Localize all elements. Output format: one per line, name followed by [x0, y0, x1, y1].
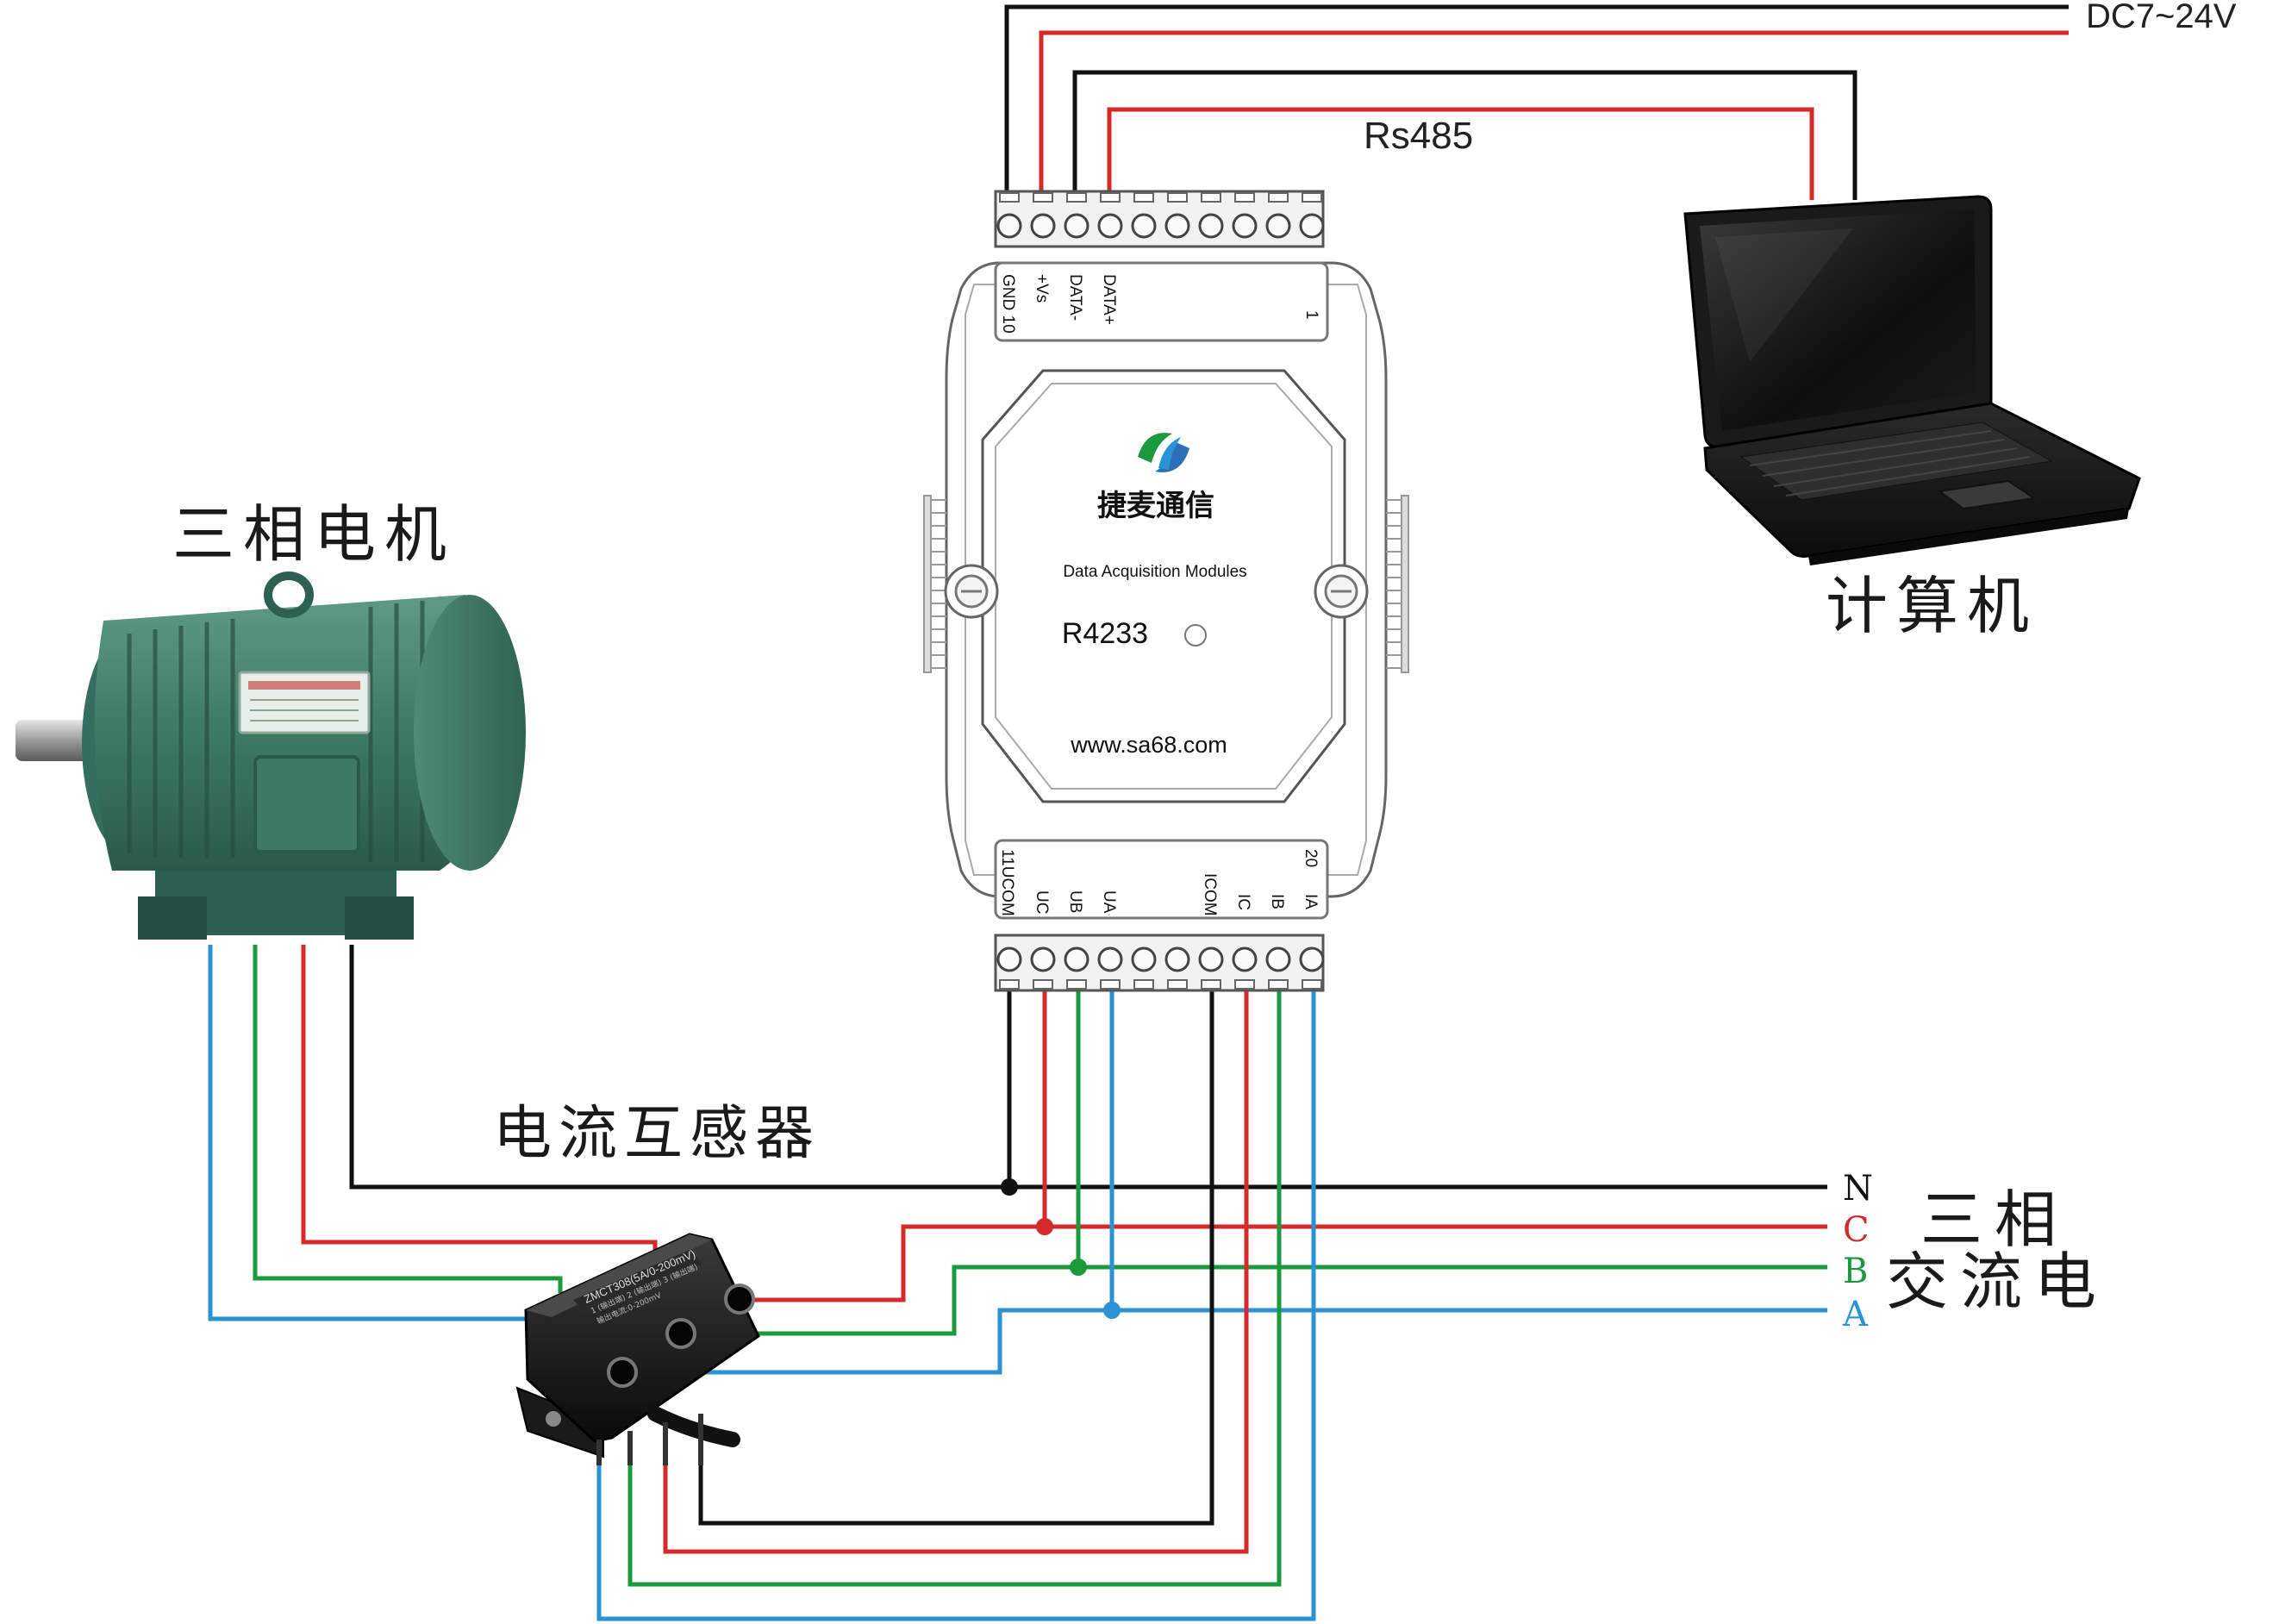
- ct-a-out: [625, 1308, 1827, 1375]
- motor-label: 三相电机: [172, 498, 455, 571]
- ct-b-out: [690, 1265, 1827, 1336]
- rs485-data-plus-wire: [1107, 107, 1814, 200]
- phase-a-label: A: [1842, 1295, 1869, 1334]
- phase-c-label: C: [1843, 1210, 1870, 1250]
- pin-ia: IA: [1302, 894, 1320, 909]
- motor-n-wire: [349, 945, 1827, 1190]
- pin-ucom: 11UCOM: [998, 849, 1016, 916]
- pin-ub: UB: [1066, 890, 1084, 913]
- ct-label: 电流互感器: [493, 1100, 821, 1168]
- pin-gnd: GND 10: [999, 274, 1017, 334]
- r4233-module: 捷麦通信 Data Acquisition Modules R4233 www.…: [923, 190, 1409, 992]
- junction-dots: [1001, 1178, 1121, 1319]
- icom-loop: [698, 990, 1214, 1526]
- pin-data-minus: DATA-: [1066, 274, 1084, 321]
- rs485-data-minus-wire: [1072, 70, 1857, 200]
- pin-20: 20: [1302, 849, 1320, 867]
- ac-label-line1: 三相: [1920, 1184, 2069, 1256]
- phase-n-label: N: [1843, 1169, 1873, 1209]
- current-transformer-image: ZMCT308(5A/0-200mV) 1 (输出端) 2 (输出端) 3 (输…: [515, 1233, 760, 1465]
- mounting-screw-left: [944, 564, 999, 619]
- pin-ic: IC: [1234, 894, 1252, 910]
- top-terminal-screws: [996, 213, 1325, 239]
- computer-label: 计算机: [1826, 570, 2038, 642]
- rs485-label: Rs485: [1364, 115, 1473, 157]
- ct-c-out: [750, 1224, 1827, 1302]
- ac-label-line2: 交流电: [1886, 1246, 2108, 1318]
- motor-image: [16, 572, 526, 940]
- motor-a-wire: [208, 945, 526, 1321]
- phase-b-label: B: [1843, 1252, 1868, 1291]
- power-vs-wire: [1039, 30, 2069, 191]
- pin-ib: IB: [1268, 894, 1286, 909]
- pin-vs: +Vs: [1033, 274, 1051, 303]
- brand-logo-icon: [1138, 433, 1189, 472]
- wires: [208, 4, 2069, 1621]
- module-brand: 捷麦通信: [1097, 489, 1214, 523]
- ia-loop: [596, 990, 1316, 1621]
- module-subtitle: Data Acquisition Modules: [1063, 563, 1246, 581]
- motor-b-wire: [253, 945, 563, 1293]
- module-website: www.sa68.com: [1070, 732, 1227, 758]
- pin-uc: UC: [1033, 890, 1051, 914]
- power-gnd-wire: [1004, 4, 2069, 191]
- ib-loop: [627, 990, 1282, 1587]
- pin-icom: ICOM: [1201, 873, 1219, 916]
- mounting-screw-right: [1314, 564, 1369, 619]
- ic-loop: [663, 990, 1249, 1554]
- laptop-image: [1683, 195, 2141, 565]
- pin-ua: UA: [1100, 890, 1118, 914]
- power-label: DC7~24V: [2086, 0, 2237, 35]
- pin-1: 1: [1302, 310, 1320, 320]
- pin-data-plus: DATA+: [1100, 274, 1118, 325]
- bottom-terminal-screws: [996, 946, 1325, 972]
- status-led: [1184, 624, 1207, 646]
- module-model: R4233: [1062, 617, 1148, 650]
